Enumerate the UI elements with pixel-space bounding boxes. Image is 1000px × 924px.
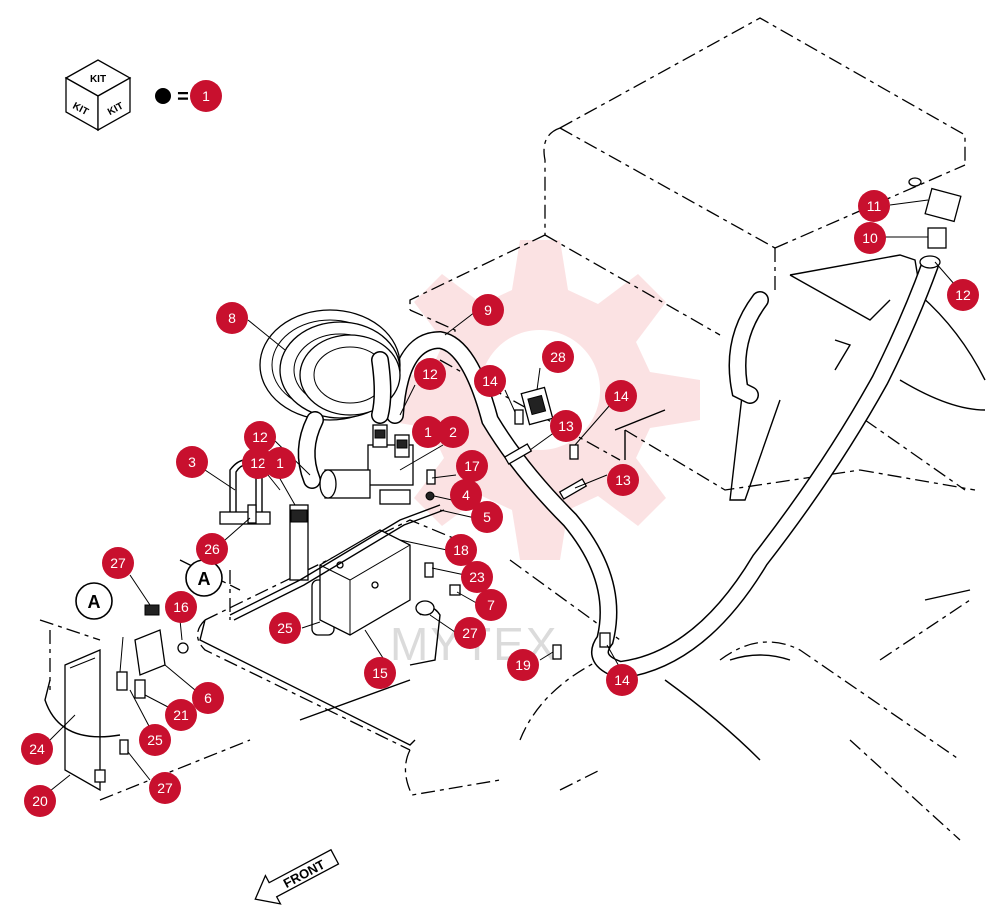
callout-label: 25 — [147, 732, 163, 748]
callout-6: 6 — [192, 682, 224, 714]
callout-18: 18 — [445, 534, 477, 566]
callout-label: 20 — [32, 793, 48, 809]
callout-27: 27 — [102, 547, 134, 579]
callout-8: 8 — [216, 302, 248, 334]
callout-12: 12 — [244, 421, 276, 453]
callout-label: 9 — [484, 302, 492, 318]
callout-28: 28 — [542, 341, 574, 373]
callout-label: 27 — [110, 555, 126, 571]
callout-24: 24 — [21, 733, 53, 765]
callout-12: 12 — [242, 447, 274, 479]
callout-label: 14 — [614, 672, 630, 688]
callout-1: 1 — [412, 416, 444, 448]
callout-label: 1 — [276, 455, 284, 471]
callout-17: 17 — [456, 450, 488, 482]
callout-27: 27 — [454, 617, 486, 649]
callout-10: 10 — [854, 222, 886, 254]
callout-3: 3 — [176, 446, 208, 478]
callout-label: 12 — [422, 366, 438, 382]
mounting-bracket — [319, 529, 411, 636]
elbow-fitting — [908, 177, 962, 269]
callout-label: 11 — [867, 198, 882, 214]
equals-sign: = — [177, 86, 189, 108]
callout-1: 1 — [264, 447, 296, 479]
kit-box-icon: KIT KIT KIT — [64, 59, 132, 132]
callout-19: 19 — [507, 649, 539, 681]
callout-26: 26 — [196, 533, 228, 565]
callout-14: 14 — [606, 664, 638, 696]
callout-25: 25 — [269, 612, 301, 644]
callout-label: 12 — [955, 287, 971, 303]
kit-legend: KIT KIT KIT = 1 — [64, 59, 222, 132]
clip — [409, 600, 441, 666]
callout-label: 24 — [29, 741, 45, 757]
callout-label: 16 — [173, 599, 189, 615]
callout-label: 12 — [250, 455, 266, 471]
callout-15: 15 — [364, 657, 396, 689]
callout-label: 15 — [372, 665, 388, 681]
callout-21: 21 — [165, 699, 197, 731]
callout-label: 27 — [157, 780, 173, 796]
bolts — [119, 409, 579, 755]
callout-13: 13 — [550, 410, 582, 442]
tube — [229, 504, 445, 621]
callout-16: 16 — [165, 591, 197, 623]
callout-5: 5 — [471, 501, 503, 533]
coiled-hose — [259, 309, 401, 489]
callout-7: 7 — [475, 589, 507, 621]
callout-2: 2 — [437, 416, 469, 448]
callout-23: 23 — [461, 561, 493, 593]
callout-label: 21 — [173, 707, 189, 723]
callout-label: 27 — [462, 625, 478, 641]
callout-label: 25 — [277, 620, 293, 636]
callout-14: 14 — [474, 365, 506, 397]
detail-bracket — [44, 604, 411, 792]
callout-label: 4 — [462, 487, 470, 503]
svg-text:A: A — [88, 592, 101, 612]
callout-label: 3 — [188, 454, 196, 470]
svg-text:KIT: KIT — [90, 74, 106, 85]
kit-dot-icon — [155, 88, 171, 104]
callout-label: 7 — [487, 597, 495, 613]
callout-label: 6 — [204, 690, 212, 706]
callout-14: 14 — [605, 380, 637, 412]
callout-12: 12 — [414, 358, 446, 390]
callout-label: 14 — [482, 373, 498, 389]
kit-item-callout: 1 — [202, 88, 210, 104]
callout-13: 13 — [607, 464, 639, 496]
callout-25: 25 — [139, 724, 171, 756]
callout-label: 23 — [469, 569, 485, 585]
callout-label: 26 — [204, 541, 220, 557]
callout-label: 19 — [515, 657, 531, 673]
front-arrow: FRONT — [254, 848, 340, 905]
view-a-marker-upper: A — [185, 559, 223, 597]
callout-27: 27 — [149, 772, 181, 804]
callout-label: 14 — [613, 388, 629, 404]
svg-text:A: A — [198, 569, 211, 589]
callout-label: 28 — [550, 349, 566, 365]
callout-4: 4 — [450, 479, 482, 511]
callout-label: 1 — [424, 424, 432, 440]
callout-9: 9 — [472, 294, 504, 326]
callout-label: 18 — [453, 542, 469, 558]
callout-label: 17 — [464, 458, 480, 474]
callout-label: 10 — [862, 230, 878, 246]
callout-label: 13 — [558, 418, 574, 434]
view-a-marker-lower: A — [75, 582, 113, 620]
callout-label: 13 — [615, 472, 631, 488]
callout-label: 12 — [252, 429, 268, 445]
hose-clamps — [503, 386, 611, 648]
callout-label: 8 — [228, 310, 236, 326]
callout-11: 11 — [858, 190, 890, 222]
callout-label: 5 — [483, 509, 491, 525]
callout-label: 2 — [449, 424, 457, 440]
callout-12: 12 — [947, 279, 979, 311]
callout-20: 20 — [24, 785, 56, 817]
